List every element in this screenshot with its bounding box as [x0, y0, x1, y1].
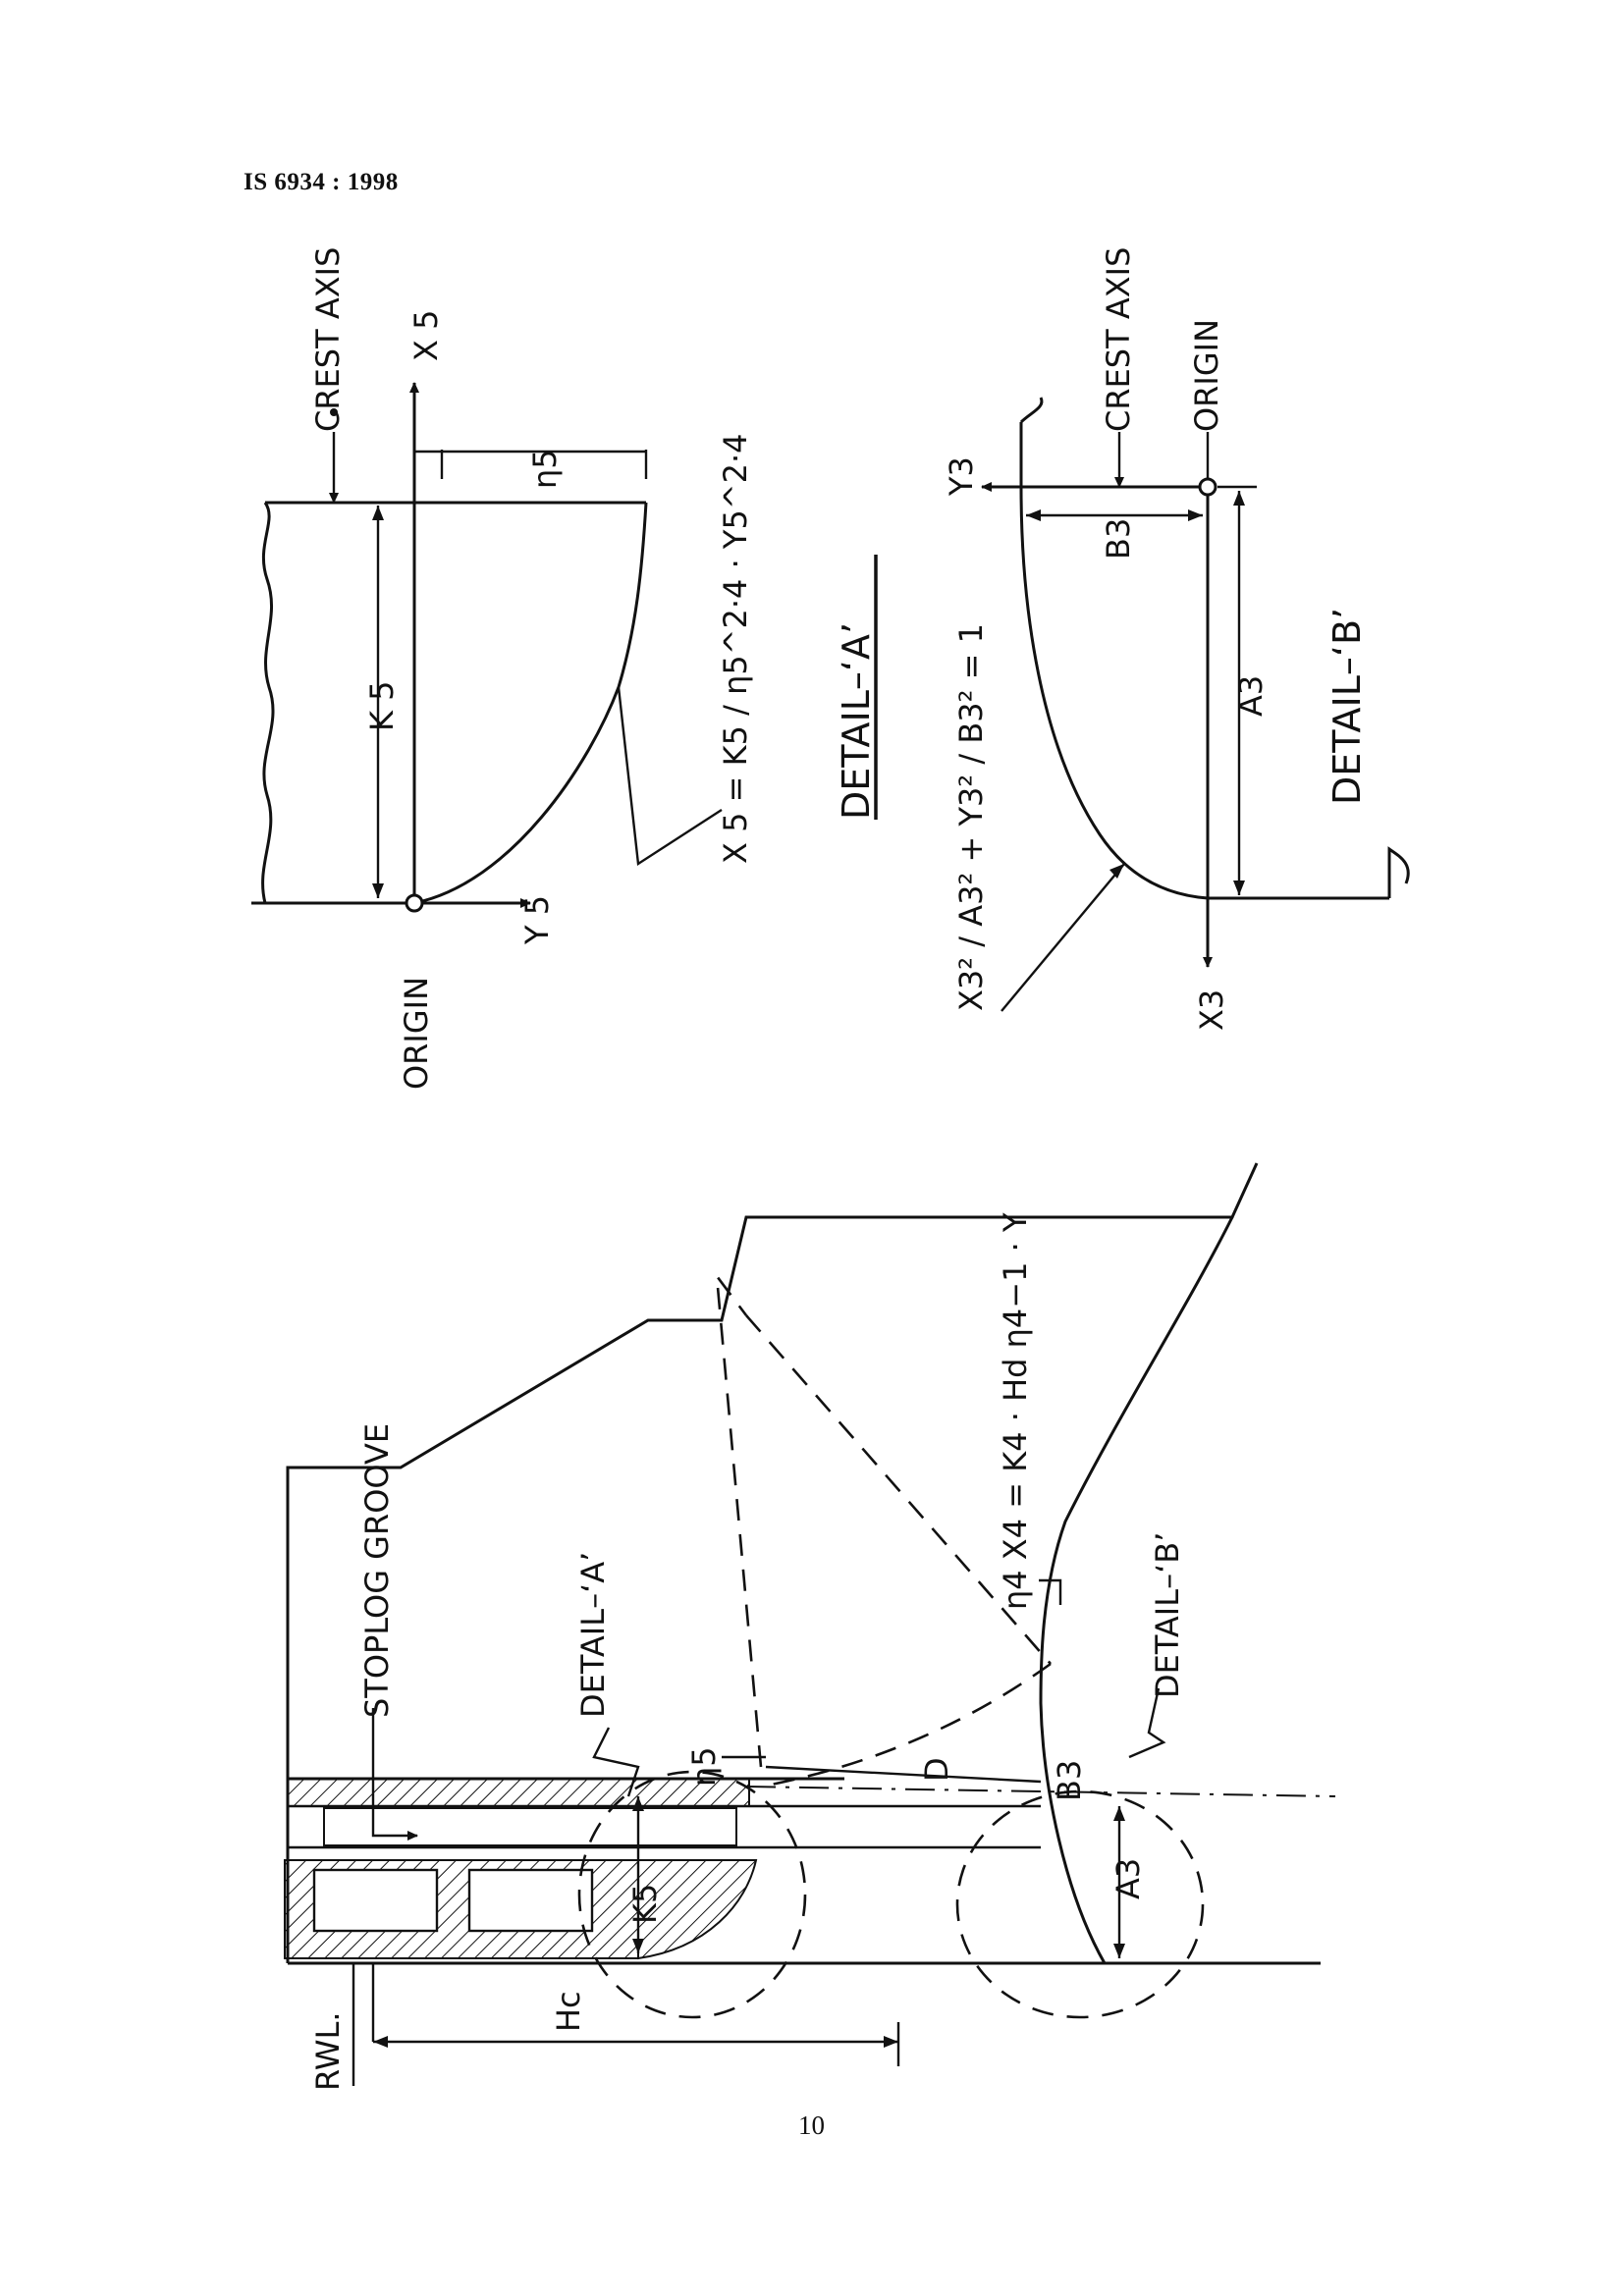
- stoplog-groove-label: STOPLOG GROOVE: [358, 1423, 396, 1718]
- detail-a-break-line: [261, 502, 275, 904]
- main-d-dimension: [765, 1765, 1042, 1784]
- main-a3-label: A3: [1109, 1858, 1147, 1899]
- main-view-diagram: [284, 1162, 1336, 2086]
- construction-line-2: [745, 1314, 1052, 1665]
- detail-b-circle: [955, 1789, 1205, 2019]
- main-d-label: D: [918, 1757, 955, 1782]
- main-profile-equation: η4 X4 = K4 · Hd η4−1 · Y: [997, 1212, 1034, 1610]
- detail-b-profile-curve: [1019, 486, 1209, 900]
- rwl-label: RWL.: [309, 2011, 347, 2091]
- page-header: IS 6934 : 1998: [243, 169, 399, 195]
- detail-a-equation: X 5 = K5 / η5^2·4 · Y5^2·4: [717, 433, 754, 864]
- main-detail-a-callout: DETAIL–‘A’: [574, 1552, 612, 1718]
- detail-b-crest-axis-label: CREST AXIS: [1100, 247, 1137, 432]
- detail-b-equation: X3² / A3² + Y3² / B3² = 1: [952, 623, 990, 1011]
- spillway-profile-curve: [1039, 1216, 1234, 1964]
- detail-b-diagram: [981, 397, 1410, 1012]
- detail-b-equation-leader: [1001, 863, 1125, 1012]
- construction-line-3: [760, 1662, 1052, 1789]
- detail-a-y5-label: Y 5: [518, 895, 556, 945]
- main-b3-label: B3: [1051, 1760, 1088, 1801]
- detail-a-origin-marker: [405, 893, 424, 913]
- detail-a-x5-label: X 5: [407, 310, 445, 361]
- detail-a-circle: [577, 1770, 807, 2019]
- detail-a-k5-label: K 5: [363, 680, 401, 731]
- construction-line-1: [715, 1271, 763, 1768]
- detail-a-equation-leader: [617, 686, 723, 867]
- detail-b-y3-label: Y3: [943, 456, 980, 497]
- detail-b-x3-label: X3: [1193, 989, 1230, 1031]
- detail-b-title: DETAIL–‘B’: [1325, 608, 1369, 805]
- main-eta5-label: η5: [685, 1746, 723, 1787]
- stoplog-hatch-top: [287, 1778, 750, 1807]
- detail-a-eta5-label: η5: [526, 449, 564, 489]
- detail-a-profile-curve: [413, 502, 648, 905]
- detail-a-crest-axis-label: CREST AXIS: [309, 247, 347, 432]
- detail-b-origin-marker: [1198, 477, 1217, 497]
- main-k5-label: K5: [626, 1884, 664, 1924]
- pier-outline: [286, 1162, 1259, 1779]
- detail-a-origin-label: ORIGIN: [398, 977, 435, 1090]
- detail-b-callout-leader: [1128, 1687, 1166, 1759]
- detail-b-b3-label: B3: [1100, 518, 1137, 560]
- crest-hatch-nose: [637, 1859, 758, 1960]
- detail-a-title: DETAIL–‘A’: [835, 622, 878, 820]
- detail-a-diagram: [251, 382, 878, 913]
- main-detail-b-callout: DETAIL–‘B’: [1149, 1532, 1186, 1698]
- detail-a-callout-leader: [592, 1727, 640, 1797]
- crest-axis-line: [745, 1786, 1336, 1797]
- detail-b-origin-label: ORIGIN: [1188, 319, 1225, 432]
- detail-b-a3-label: A3: [1232, 675, 1270, 717]
- page-number: 10: [798, 2110, 825, 2140]
- hc-label: Hc: [550, 1991, 587, 2032]
- stoplog-leader: [371, 1708, 418, 1841]
